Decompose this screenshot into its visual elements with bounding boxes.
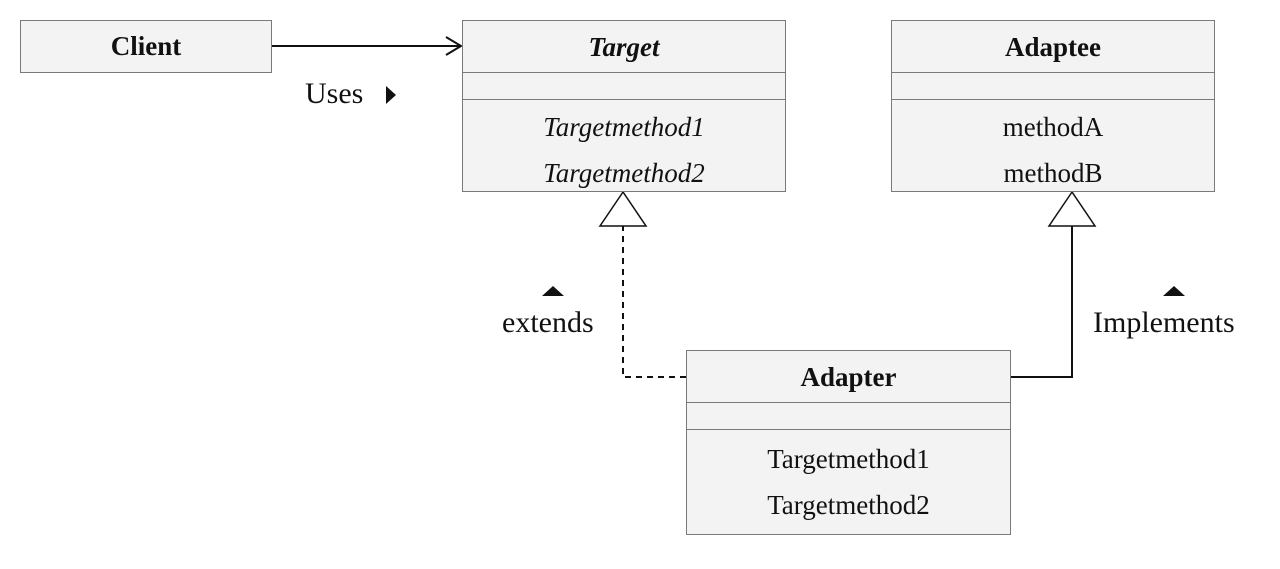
adaptee-class-name: Adaptee (892, 21, 1214, 73)
extends-label: extends (502, 306, 594, 339)
uses-label: Uses (305, 77, 364, 110)
adapter-class-name: Adapter (687, 351, 1010, 403)
implements-direction-icon (1163, 286, 1185, 296)
adapter-operation: Targetmethod1 (767, 444, 930, 474)
target-class: Target Targetmethod1 Targetmethod2 (462, 20, 786, 192)
uses-arrowhead (445, 36, 463, 56)
implements-triangle (1047, 190, 1097, 227)
implements-line (1011, 226, 1073, 378)
adapter-operations-compartment: Targetmethod1 Targetmethod2 (687, 430, 1010, 528)
adaptee-operations-compartment: methodA methodB (892, 100, 1214, 196)
uses-direction-icon (386, 86, 396, 104)
adaptee-attributes-compartment (892, 73, 1214, 100)
adaptee-class: Adaptee methodA methodB (891, 20, 1215, 192)
implements-label: Implements (1093, 306, 1235, 339)
adapter-operation: Targetmethod2 (767, 490, 930, 520)
extends-direction-icon (542, 286, 564, 296)
adapter-attributes-compartment (687, 403, 1010, 430)
target-operation: Targetmethod2 (543, 158, 705, 188)
target-operation: Targetmethod1 (543, 112, 705, 142)
target-class-name: Target (463, 21, 785, 73)
adaptee-operation: methodA (1002, 112, 1104, 142)
extends-line (622, 226, 686, 378)
target-attributes-compartment (463, 73, 785, 100)
target-operations-compartment: Targetmethod1 Targetmethod2 (463, 100, 785, 196)
client-class-name: Client (110, 31, 182, 61)
adaptee-operation: methodB (1003, 158, 1103, 188)
adapter-class: Adapter Targetmethod1 Targetmethod2 (686, 350, 1011, 535)
extends-triangle (598, 190, 648, 227)
client-class: Client (20, 20, 272, 73)
